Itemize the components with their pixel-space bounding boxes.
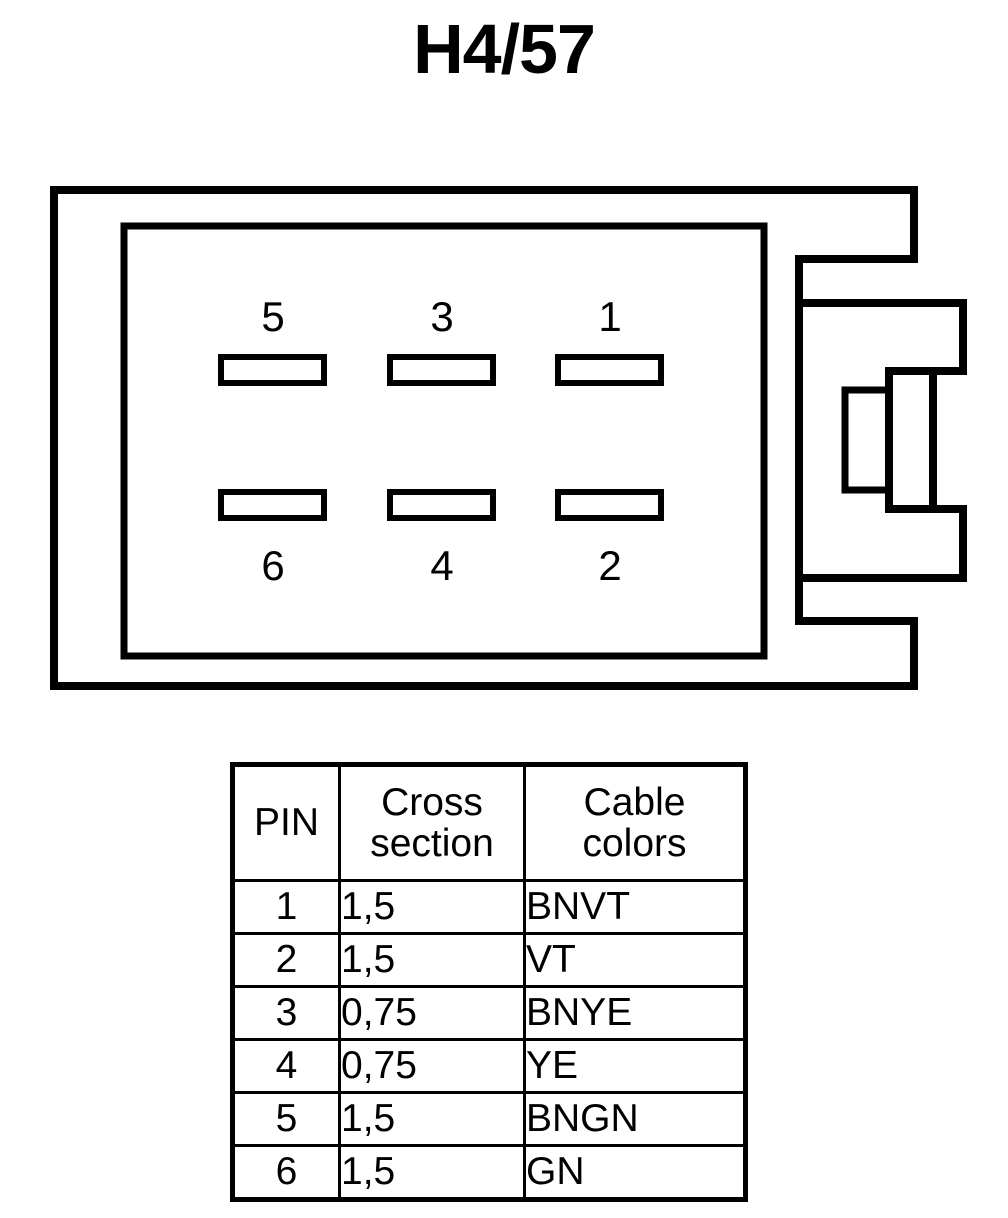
pin-assignment-table-container: PIN Cross section Cable colors 1 1,5 BNV… (230, 762, 748, 1202)
cell-cross-section: 1,5 (338, 1144, 526, 1201)
cell-cable-colors: BNVT (523, 879, 747, 935)
cell-pin: 2 (231, 932, 341, 988)
pin-number-label-2: 2 (598, 542, 622, 589)
terminal-blade-6[interactable] (218, 489, 327, 521)
table-row: 3 0,75 BNYE (231, 985, 747, 1041)
cell-cross-section: 1,5 (338, 932, 526, 988)
cell-pin: 6 (231, 1144, 341, 1201)
cell-cross-section: 1,5 (338, 1091, 526, 1147)
connector-outer-body (50, 186, 918, 690)
cell-pin: 4 (231, 1038, 341, 1094)
cell-cable-colors: VT (523, 932, 747, 988)
pin-number-label-1: 1 (598, 293, 622, 340)
cell-pin: 3 (231, 985, 341, 1041)
column-header-pin-line1: PIN (253, 801, 319, 845)
latch-middle-tab (885, 367, 937, 513)
column-header-pin: PIN (231, 763, 341, 882)
cell-cable-colors: BNGN (523, 1091, 747, 1147)
terminal-blade-2[interactable] (555, 489, 664, 521)
column-header-cross-section: Cross section (338, 763, 526, 882)
pin-number-label-4: 4 (430, 542, 454, 589)
cell-cross-section: 1,5 (338, 879, 526, 935)
cell-pin: 5 (231, 1091, 341, 1147)
terminal-blade-4[interactable] (387, 489, 496, 521)
column-header-cable-colors: Cable colors (523, 763, 747, 882)
page-title: H4/57 (413, 10, 596, 88)
connector-housing-svg (50, 186, 967, 690)
latch-inner-finger (841, 386, 893, 494)
column-header-cross-section-line2: section (370, 822, 494, 865)
column-header-cable-colors-line2: colors (582, 822, 687, 865)
cell-cable-colors: BNYE (523, 985, 747, 1041)
table-row: 2 1,5 VT (231, 932, 747, 988)
table-row: 4 0,75 YE (231, 1038, 747, 1094)
cell-cross-section: 0,75 (338, 985, 526, 1041)
pin-number-label-5: 5 (261, 293, 285, 340)
pin-assignment-table: PIN Cross section Cable colors 1 1,5 BNV… (230, 762, 748, 1202)
table-row: 6 1,5 GN (231, 1144, 747, 1201)
cell-cable-colors: YE (523, 1038, 747, 1094)
cell-pin: 1 (231, 879, 341, 935)
column-header-cross-section-line1: Cross (381, 780, 483, 824)
connector-diagram: 5 3 1 6 4 2 (50, 186, 967, 690)
table-header-row: PIN Cross section Cable colors (231, 763, 747, 882)
pin-number-label-3: 3 (430, 293, 454, 340)
terminal-blade-5[interactable] (218, 354, 327, 386)
latch-outer-bracket (799, 299, 967, 582)
terminal-blade-3[interactable] (387, 354, 496, 386)
cell-cross-section: 0,75 (338, 1038, 526, 1094)
column-header-cable-colors-line1: Cable (583, 780, 686, 824)
table-row: 5 1,5 BNGN (231, 1091, 747, 1147)
connector-inner-cavity (120, 222, 768, 660)
pin-number-label-6: 6 (261, 542, 285, 589)
cell-cable-colors: GN (523, 1144, 747, 1201)
table-row: 1 1,5 BNVT (231, 879, 747, 935)
terminal-blade-1[interactable] (555, 354, 664, 386)
